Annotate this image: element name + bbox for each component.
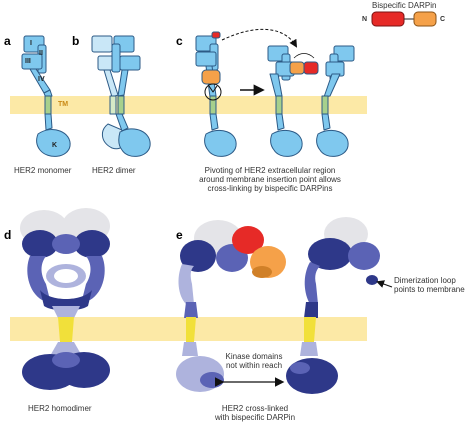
kinase-domain bbox=[270, 130, 303, 157]
caption-pivot-line1: Pivoting of HER2 extracellular region bbox=[204, 166, 336, 175]
caption-homodimer: HER2 homodimer bbox=[28, 404, 92, 413]
domain-label-i: I bbox=[30, 40, 32, 47]
kinase-domain bbox=[36, 129, 71, 157]
caption-crosslinked-line1: HER2 cross-linked bbox=[221, 404, 289, 413]
panel-label-d: d bbox=[4, 228, 12, 242]
domain-label-iii: III bbox=[25, 58, 31, 65]
crosslinked-surface bbox=[176, 217, 380, 394]
caption-loop: Dimerization loop points to membrane bbox=[394, 276, 465, 294]
caption-pivot-line3: cross-linking by bispecific DARPins bbox=[207, 184, 333, 193]
domain-label-k: K bbox=[52, 142, 58, 149]
pivot-dashed-arrow bbox=[221, 28, 298, 48]
darpin-legend bbox=[371, 11, 437, 27]
panel-label-b: b bbox=[72, 34, 80, 48]
caption-crosslinked-line2: with bispecific DARPin bbox=[214, 413, 296, 422]
darpin-n-bound bbox=[211, 31, 221, 39]
her2-monomer-schematic bbox=[21, 35, 71, 157]
panel-label-a: a bbox=[4, 34, 11, 48]
caption-crosslinked: HER2 cross-linked with bispecific DARPin bbox=[206, 404, 304, 422]
domain-label-ii: II bbox=[39, 50, 43, 57]
caption-kinase: Kinase domains not within reach bbox=[208, 352, 300, 370]
caption-pivot: Pivoting of HER2 extracellular region ar… bbox=[190, 166, 350, 193]
caption-kinase-line1: Kinase domains bbox=[225, 352, 283, 361]
kinase-domain bbox=[316, 130, 349, 157]
caption-dimer: HER2 dimer bbox=[92, 166, 136, 175]
pivot-indicator bbox=[204, 83, 222, 101]
darpin-n-link bbox=[303, 61, 319, 75]
her2-dimer-schematic bbox=[91, 35, 151, 157]
darpin-n-label: N bbox=[362, 16, 368, 23]
caption-pivot-line2: around membrane insertion point allows bbox=[199, 175, 341, 184]
domain-label-iv: IV bbox=[38, 76, 45, 83]
panel-label-e: e bbox=[176, 228, 183, 242]
darpin-c-label: C bbox=[440, 16, 446, 23]
tm-label: TM bbox=[58, 101, 69, 108]
caption-monomer: HER2 monomer bbox=[14, 166, 72, 175]
loop-pointer bbox=[376, 280, 393, 288]
darpin-n-box bbox=[371, 11, 405, 27]
her2-pivot-schematic bbox=[195, 31, 355, 157]
tm-helix bbox=[44, 95, 52, 115]
darpin-c-bound bbox=[201, 69, 221, 85]
kinase-domain bbox=[204, 130, 237, 157]
caption-kinase-line2: not within reach bbox=[225, 361, 283, 370]
darpin-legend-title: Bispecific DARPin bbox=[372, 1, 437, 10]
homodimer-surface bbox=[20, 208, 110, 390]
kinase-domain bbox=[118, 128, 151, 157]
darpin-c-box bbox=[413, 11, 437, 27]
panel-label-c: c bbox=[176, 34, 183, 48]
caption-loop-line1: Dimerization loop bbox=[394, 276, 456, 285]
linker bbox=[44, 113, 53, 131]
darpin-c-link bbox=[289, 61, 305, 75]
caption-loop-line2: points to membrane bbox=[394, 285, 465, 294]
